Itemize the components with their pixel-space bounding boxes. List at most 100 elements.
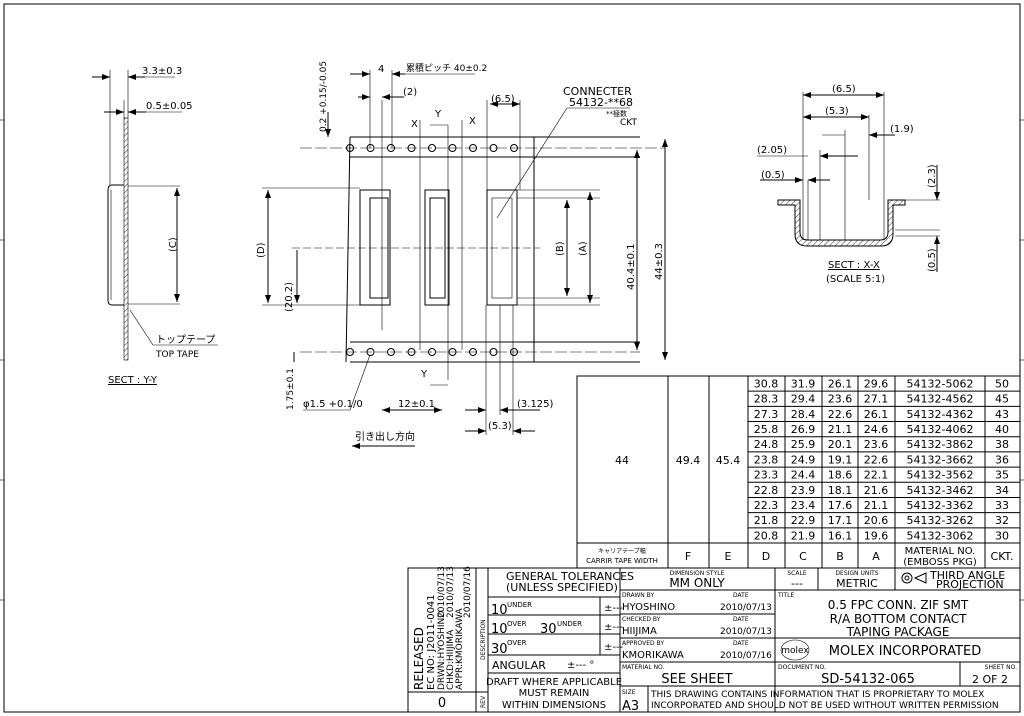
cell-c: 24.9 xyxy=(791,453,816,466)
cell-a: 26.1 xyxy=(864,408,889,421)
size-value: A3 xyxy=(622,699,639,714)
drawn-date: 2010/07/13 xyxy=(720,603,772,613)
cell-b: 23.6 xyxy=(828,393,853,406)
xx-dim-2-3: (2.3) xyxy=(927,164,938,188)
sprocket-hole xyxy=(407,348,416,356)
draft-note-1: DRAFT WHERE APPLICABLE xyxy=(486,677,622,688)
cell-a: 20.6 xyxy=(864,514,889,527)
cell-d: 27.3 xyxy=(754,408,779,421)
sprocket-hole xyxy=(387,144,395,152)
sheet-label: SHEET NO. xyxy=(985,664,1017,671)
angular-label: ANGULAR xyxy=(492,659,546,672)
cell-ckt: 40 xyxy=(995,423,1009,436)
third-angle-projection-icon xyxy=(901,572,927,584)
cell-b: 21.1 xyxy=(828,423,853,436)
svg-text:molex: molex xyxy=(781,646,809,656)
header-c: C xyxy=(799,550,807,563)
cell-c: 28.4 xyxy=(791,408,816,421)
cell-a: 22.1 xyxy=(864,469,889,482)
cell-d: 23.3 xyxy=(754,469,779,482)
dim-5-3: (5.3) xyxy=(488,421,512,432)
sprocket-hole xyxy=(448,144,457,152)
cell-a: 22.6 xyxy=(864,453,889,466)
cell-c: 31.9 xyxy=(791,378,816,391)
cell-b: 22.6 xyxy=(828,408,853,421)
checked-date: 2010/07/13 xyxy=(720,627,772,637)
cell-b: 20.1 xyxy=(828,438,853,451)
header-a: A xyxy=(872,550,880,563)
tol-row3-over: OVER xyxy=(507,639,527,647)
section-y-y-view: (C) 3.3±0.3 0.5±0.05 トップテープ TOP TAPE SEC… xyxy=(92,66,218,386)
cell-c: 23.4 xyxy=(791,499,816,512)
cell-ckt: 36 xyxy=(995,453,1009,466)
cell-d: 24.8 xyxy=(754,438,779,451)
cell-material: 54132-4562 xyxy=(907,393,974,406)
molex-logo: molex xyxy=(780,639,809,661)
header-d: D xyxy=(762,550,770,563)
main-taping-view: (D) (20.2) (B) (A) 40.4±0.1 44±0.3 4 累積ピ… xyxy=(256,61,668,449)
cell-c: 24.4 xyxy=(791,469,816,482)
cell-c: 21.9 xyxy=(791,529,816,542)
cell-a: 21.1 xyxy=(864,499,889,512)
cell-d: 21.8 xyxy=(754,514,779,527)
cell-d: 30.8 xyxy=(754,378,779,391)
document-number: SD-54132-065 xyxy=(821,672,915,687)
title-block: RELEASED EC NO: J2011-0041 DRWN:HYOSHINO… xyxy=(407,566,1021,714)
cell-material: 54132-5062 xyxy=(907,378,974,391)
dim-pitch-4: 4 xyxy=(378,64,384,75)
tol-row1-value: 10 xyxy=(491,603,508,618)
approved-date-label: DATE xyxy=(733,640,749,647)
sprocket-hole xyxy=(510,348,518,356)
cell-ckt: 50 xyxy=(995,378,1009,391)
dim-2: (2) xyxy=(403,87,417,98)
cell-c: 23.9 xyxy=(791,484,816,497)
e-value: 45.4 xyxy=(716,454,741,467)
hole-diameter: φ1.5 +0.1/0 xyxy=(303,399,363,410)
rev-strip-released: RELEASED xyxy=(412,627,426,690)
dim-a: (A) xyxy=(578,241,589,256)
header-material-2: (EMBOSS PKG) xyxy=(903,557,977,568)
scale-value: --- xyxy=(791,577,803,590)
cell-material: 54132-4062 xyxy=(907,423,974,436)
sprocket-hole xyxy=(346,348,354,356)
tol-row1-tolerance: ±--- xyxy=(604,603,624,614)
section-x-marker-right: X xyxy=(469,116,476,127)
cell-material: 54132-3662 xyxy=(907,453,974,466)
rev-strip-ec-no: EC NO: J2011-0041 xyxy=(426,594,437,690)
tol-row2-tolerance: ±--- xyxy=(604,622,624,633)
draft-note-3: WITHIN DIMENSIONS xyxy=(502,700,606,711)
sprocket-hole xyxy=(346,144,354,152)
dimension-style: MM ONLY xyxy=(669,576,725,590)
header-ckt: CKT. xyxy=(991,550,1014,563)
cell-a: 29.6 xyxy=(864,378,889,391)
cell-a: 19.6 xyxy=(864,529,889,542)
rev-strip-appr: APPR:KMORIKAWA xyxy=(455,608,465,690)
header-carrier-jp: キャリアテープ幅 xyxy=(598,547,646,555)
sprocket-hole xyxy=(469,144,477,152)
cell-d: 22.3 xyxy=(754,499,779,512)
checked-date-label: DATE xyxy=(733,616,749,623)
tol-row3-value: 30 xyxy=(491,642,508,657)
document-label: DOCUMENT NO. xyxy=(778,664,826,671)
title-line-1: 0.5 FPC CONN. ZIF SMT xyxy=(828,598,969,612)
table-row: 30.8 31.9 26.1 29.6 54132-5062 50 xyxy=(754,378,1009,391)
xx-dim-0-5-b: (0.5) xyxy=(927,248,938,272)
cell-b: 17.1 xyxy=(828,514,853,527)
proprietary-1: THIS DRAWING CONTAINS INFORMATION THAT I… xyxy=(650,690,984,700)
drawn-by: HYOSHINO xyxy=(622,602,675,613)
dim-b: (B) xyxy=(555,241,566,256)
cell-b: 26.1 xyxy=(828,378,853,391)
xx-dim-6-5: (6.5) xyxy=(832,84,856,95)
cell-ckt: 45 xyxy=(995,393,1009,406)
proprietary-2: INCORPORATED AND SHOULD NOT BE USED WITH… xyxy=(651,701,999,711)
